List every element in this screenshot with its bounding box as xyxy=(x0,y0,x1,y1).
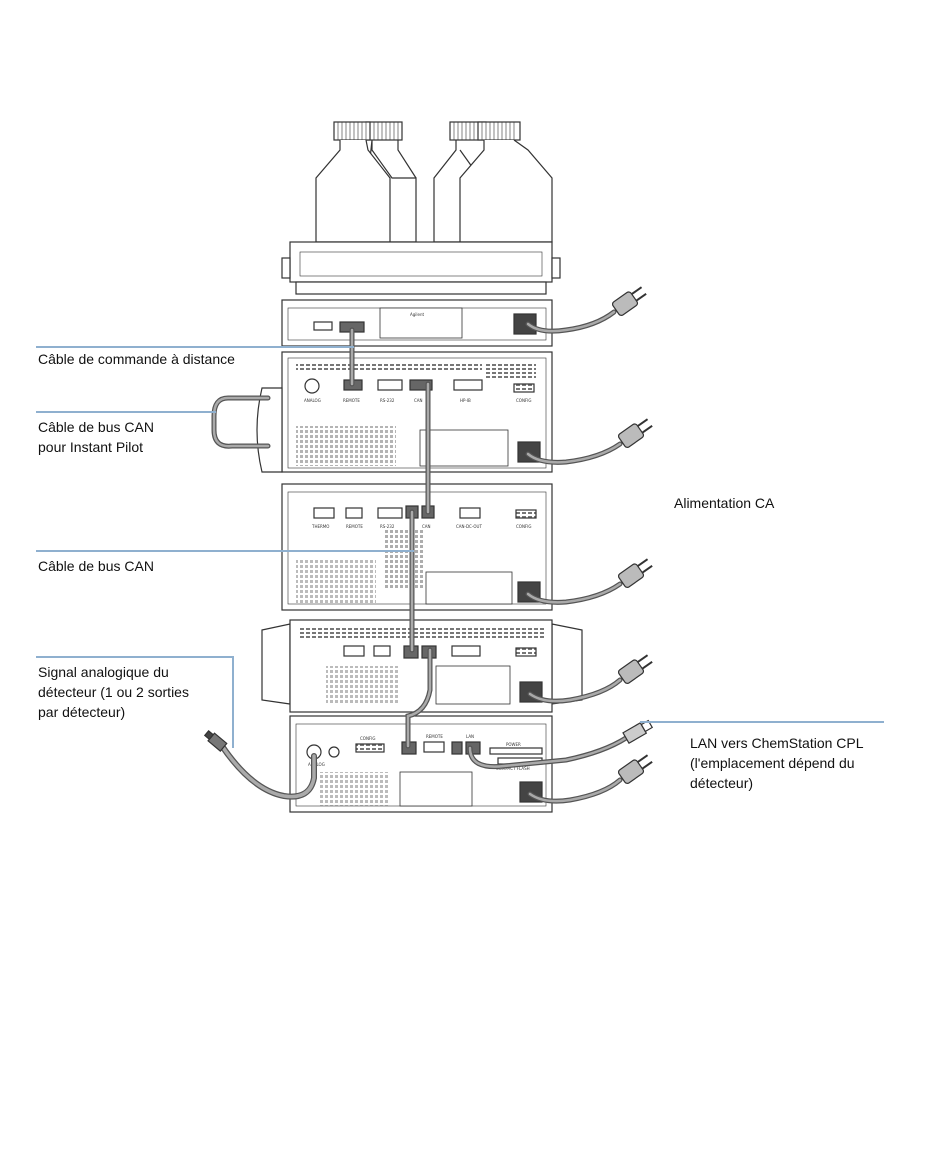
callout-lan xyxy=(640,721,884,723)
brand-text: Agilent xyxy=(410,312,424,317)
config-label: CONFIG xyxy=(516,398,532,403)
power-plugs xyxy=(611,286,653,784)
can-port-label: CAN xyxy=(414,398,423,403)
lan-port-label: LAN xyxy=(466,734,474,739)
label-lan-line1: LAN vers ChemStation CPL xyxy=(690,735,864,751)
label-analog-line1: Signal analogique du xyxy=(38,664,169,680)
remote-port-label: REMOTE xyxy=(343,398,360,403)
module-3: THERMO REMOTE RS-232 CAN CAN-DC-OUT CONF… xyxy=(281,483,553,611)
config-label-3: CONFIG xyxy=(360,736,376,741)
module-1: Agilent xyxy=(281,299,553,347)
module-2: ANALOG REMOTE RS-232 CAN HP-IB CONFIG xyxy=(281,351,553,473)
label-can-pilot-line2: pour Instant Pilot xyxy=(38,439,144,455)
rs232-port-label-2: RS-232 xyxy=(380,524,395,529)
label-remote-cable-text: Câble de commande à distance xyxy=(38,351,235,367)
label-lan-line2: (l'emplacement dépend du xyxy=(690,755,855,771)
label-can-cable: Câble de bus CAN xyxy=(38,556,154,576)
can-dc-out-label: CAN-DC-OUT xyxy=(456,524,482,529)
module-4 xyxy=(261,619,583,713)
callout-remote-cable xyxy=(36,346,354,348)
compact-flash-label: COMPACT FLASH xyxy=(496,766,530,771)
power-label: POWER xyxy=(506,742,521,747)
remote-port-label-3: REMOTE xyxy=(426,734,443,739)
label-analog-line3: par détecteur) xyxy=(38,704,126,720)
label-can-pilot: Câble de bus CAN pour Instant Pilot xyxy=(38,417,154,457)
instant-pilot-holder xyxy=(256,387,283,473)
label-ac-power-text: Alimentation CA xyxy=(674,495,775,511)
rs232-port-label: RS-232 xyxy=(380,398,395,403)
label-can-cable-text: Câble de bus CAN xyxy=(38,558,154,574)
callout-can-pilot xyxy=(36,411,216,413)
label-can-pilot-line1: Câble de bus CAN xyxy=(38,419,154,435)
analog-port-label: ANALOG xyxy=(304,398,321,403)
remote-port-label-2: REMOTE xyxy=(346,524,363,529)
label-ac-power: Alimentation CA xyxy=(674,493,774,513)
label-analog-line2: détecteur (1 ou 2 sorties xyxy=(38,684,189,700)
label-lan-line3: détecteur) xyxy=(690,775,754,791)
callout-analog-v xyxy=(232,656,234,748)
bnc-connector xyxy=(203,730,228,752)
label-lan: LAN vers ChemStation CPL (l'emplacement … xyxy=(690,733,864,793)
callout-can-cable xyxy=(36,550,414,552)
config-label-2: CONFIG xyxy=(516,524,532,529)
solvent-cabinet xyxy=(281,241,561,295)
hpib-port-label: HP-IB xyxy=(460,398,471,403)
label-analog-signal: Signal analogique du détecteur (1 ou 2 s… xyxy=(38,662,189,722)
thermo-port-label: THERMO xyxy=(311,524,329,529)
label-remote-cable: Câble de commande à distance xyxy=(38,349,235,369)
can-port-label-2: CAN xyxy=(422,524,431,529)
cables xyxy=(211,309,629,804)
callout-analog-h xyxy=(36,656,234,658)
solvent-bottles xyxy=(315,121,553,243)
